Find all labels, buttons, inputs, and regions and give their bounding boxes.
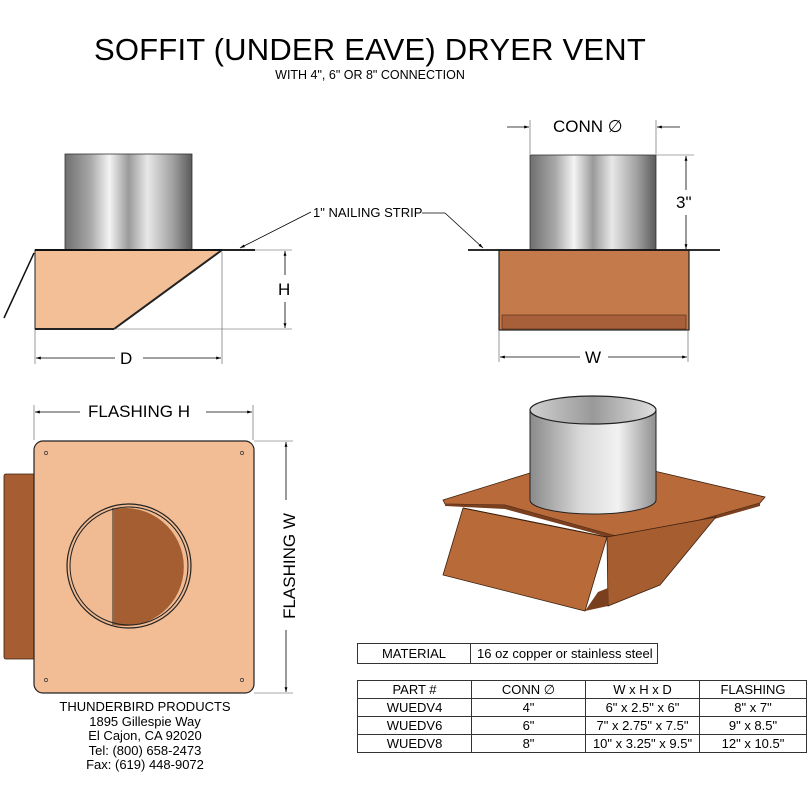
nailing-strip-leaders	[239, 211, 484, 249]
material-value: 16 oz copper or stainless steel	[470, 643, 658, 664]
cell-dims: 7" x 2.75" x 7.5"	[585, 716, 700, 735]
depth-label: D	[120, 349, 133, 368]
flashing-w-label: FLASHING W	[280, 513, 299, 619]
cell-flashing: 12" x 10.5"	[699, 734, 807, 753]
material-table: MATERIAL 16 oz copper or stainless steel	[357, 643, 658, 664]
spec-table-header: PART # CONN ∅ W x H x D FLASHING	[357, 680, 807, 699]
company-fax: Fax: (619) 448-9072	[86, 757, 204, 773]
company-address: THUNDERBIRD PRODUCTS 1895 Gillespie Way …	[45, 699, 245, 773]
nailing-strip-callout: 1" NAILING STRIP	[313, 205, 423, 220]
isometric-view-drawing	[442, 395, 766, 612]
height-label: H	[278, 280, 291, 299]
company-city: El Cajon, CA 92020	[88, 728, 202, 744]
header-flashing: FLASHING	[699, 680, 807, 699]
header-conn: CONN ∅	[471, 680, 586, 699]
table-row: WUEDV4 4" 6" x 2.5" x 6" 8" x 7"	[357, 698, 807, 717]
width-label: W	[585, 348, 602, 367]
header-dims: W x H x D	[585, 680, 700, 699]
conn-diameter-label: CONN ∅	[553, 117, 623, 136]
flashing-h-label: FLASHING H	[88, 402, 191, 421]
company-name: THUNDERBIRD PRODUCTS	[59, 699, 231, 714]
company-tel: Tel: (800) 658-2473	[88, 742, 202, 758]
table-row: WUEDV8 8" 10" x 3.25" x 9.5" 12" x 10.5"	[357, 734, 807, 753]
table-row: WUEDV6 6" 7" x 2.75" x 7.5" 9" x 8.5"	[357, 716, 807, 735]
cell-part: WUEDV8	[357, 734, 472, 753]
page-title: SOFFIT (UNDER EAVE) DRYER VENT	[93, 32, 646, 67]
cell-flashing: 9" x 8.5"	[699, 716, 807, 735]
cell-dims: 6" x 2.5" x 6"	[585, 698, 700, 717]
cell-flashing: 8" x 7"	[699, 698, 807, 717]
cell-conn: 8"	[471, 734, 586, 753]
side-view-drawing	[3, 153, 292, 364]
cell-dims: 10" x 3.25" x 9.5"	[585, 734, 700, 753]
page-subtitle: WITH 4", 6" OR 8" CONNECTION	[275, 68, 465, 82]
spec-table: PART # CONN ∅ W x H x D FLASHING WUEDV4 …	[357, 680, 807, 753]
collar-height-label: 3"	[676, 193, 692, 212]
top-view-drawing	[3, 405, 293, 694]
cell-part: WUEDV4	[357, 698, 472, 717]
cell-conn: 4"	[471, 698, 586, 717]
cell-part: WUEDV6	[357, 716, 472, 735]
cell-conn: 6"	[471, 716, 586, 735]
header-part: PART #	[357, 680, 472, 699]
front-view-drawing	[468, 120, 720, 362]
company-street: 1895 Gillespie Way	[89, 713, 201, 729]
material-label: MATERIAL	[357, 643, 471, 664]
